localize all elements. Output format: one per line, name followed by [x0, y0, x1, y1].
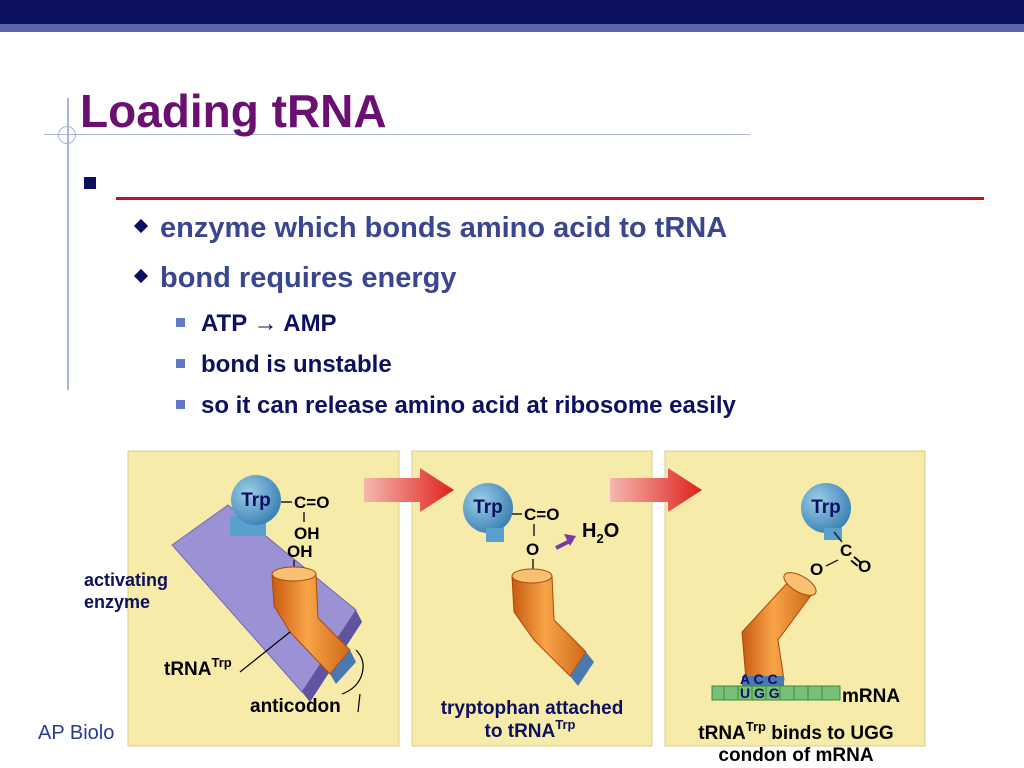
- label-o-carbonyl: O: [858, 557, 871, 576]
- label-trp-3: Trp: [811, 497, 841, 518]
- decor-horizontal-line: [44, 134, 750, 135]
- trna-pointer: [239, 631, 291, 673]
- label-activating: activating: [84, 570, 168, 590]
- label-oh-1: OH: [294, 524, 320, 543]
- label-ugg: U G G: [740, 685, 780, 701]
- bullet-level3-1: ATP → AMP: [176, 310, 337, 338]
- anticodon-pointer: [357, 693, 361, 713]
- arrow-right-icon: [364, 468, 454, 512]
- bond-line: [833, 531, 843, 543]
- top-banner-stripe: [0, 24, 1024, 32]
- label-anticodon: anticodon: [250, 696, 341, 717]
- footer-course-label: AP Biolo: [38, 722, 115, 744]
- label-mrna: mRNA: [842, 686, 900, 707]
- square-bullet-icon: [176, 359, 185, 369]
- label-oh-2: OH: [287, 542, 313, 561]
- label-co-1: C=O: [294, 493, 329, 512]
- slide-title: Loading tRNA: [80, 85, 387, 137]
- bullet-square-icon: [84, 177, 96, 189]
- label-h2o: H2O: [582, 520, 619, 546]
- label-trp-2: Trp: [473, 497, 503, 518]
- label-trp-1: Trp: [241, 490, 271, 511]
- label-c: C: [840, 541, 852, 560]
- anticodon-band: [330, 650, 356, 684]
- trna-top-opening: [511, 568, 553, 584]
- blank-answer-line: [116, 197, 984, 200]
- caption-tryptophan-attached: tryptophan attached: [441, 698, 624, 719]
- bond-line: [825, 559, 839, 567]
- bullet-level2-1: enzyme which bonds amino acid to tRNA: [133, 212, 727, 245]
- water-release-arrowhead: [564, 534, 576, 546]
- label-enzyme: enzyme: [84, 592, 150, 612]
- trna-top-opening: [783, 572, 817, 596]
- trp-ball-icon: [231, 475, 281, 525]
- decor-crosshair-circle: [58, 126, 76, 144]
- top-banner: [0, 0, 1024, 24]
- anticodon-bracket: [341, 649, 364, 695]
- square-bullet-icon: [176, 400, 185, 410]
- arrow-right-icon: [610, 468, 702, 512]
- bullet-level3-2: bond is unstable: [176, 351, 392, 379]
- square-bullet-icon: [176, 318, 185, 328]
- label-trna-trp: tRNATrp: [164, 655, 232, 680]
- bullet-level3-3: so it can release amino acid at ribosome…: [176, 392, 736, 420]
- caption-to-trna: to tRNATrp: [485, 717, 576, 742]
- trp-ball-icon: [463, 483, 513, 533]
- label-o-3: O: [810, 560, 823, 579]
- label-o-2: O: [526, 540, 539, 559]
- trp-stem: [486, 528, 504, 542]
- caption-binds-ugg: tRNATrp binds to UGG: [698, 719, 893, 744]
- decor-vertical-line: [67, 98, 69, 390]
- bullet-level2-2: bond requires energy: [133, 262, 457, 295]
- trp-ball-icon: [801, 483, 851, 533]
- anticodon-band: [742, 676, 784, 686]
- caption-codon-mrna: condon of mRNA: [718, 745, 873, 766]
- anticodon-band: [570, 652, 594, 686]
- trna-top-opening: [271, 566, 317, 582]
- label-co-2: C=O: [524, 505, 559, 524]
- label-acc: A C C: [740, 671, 778, 687]
